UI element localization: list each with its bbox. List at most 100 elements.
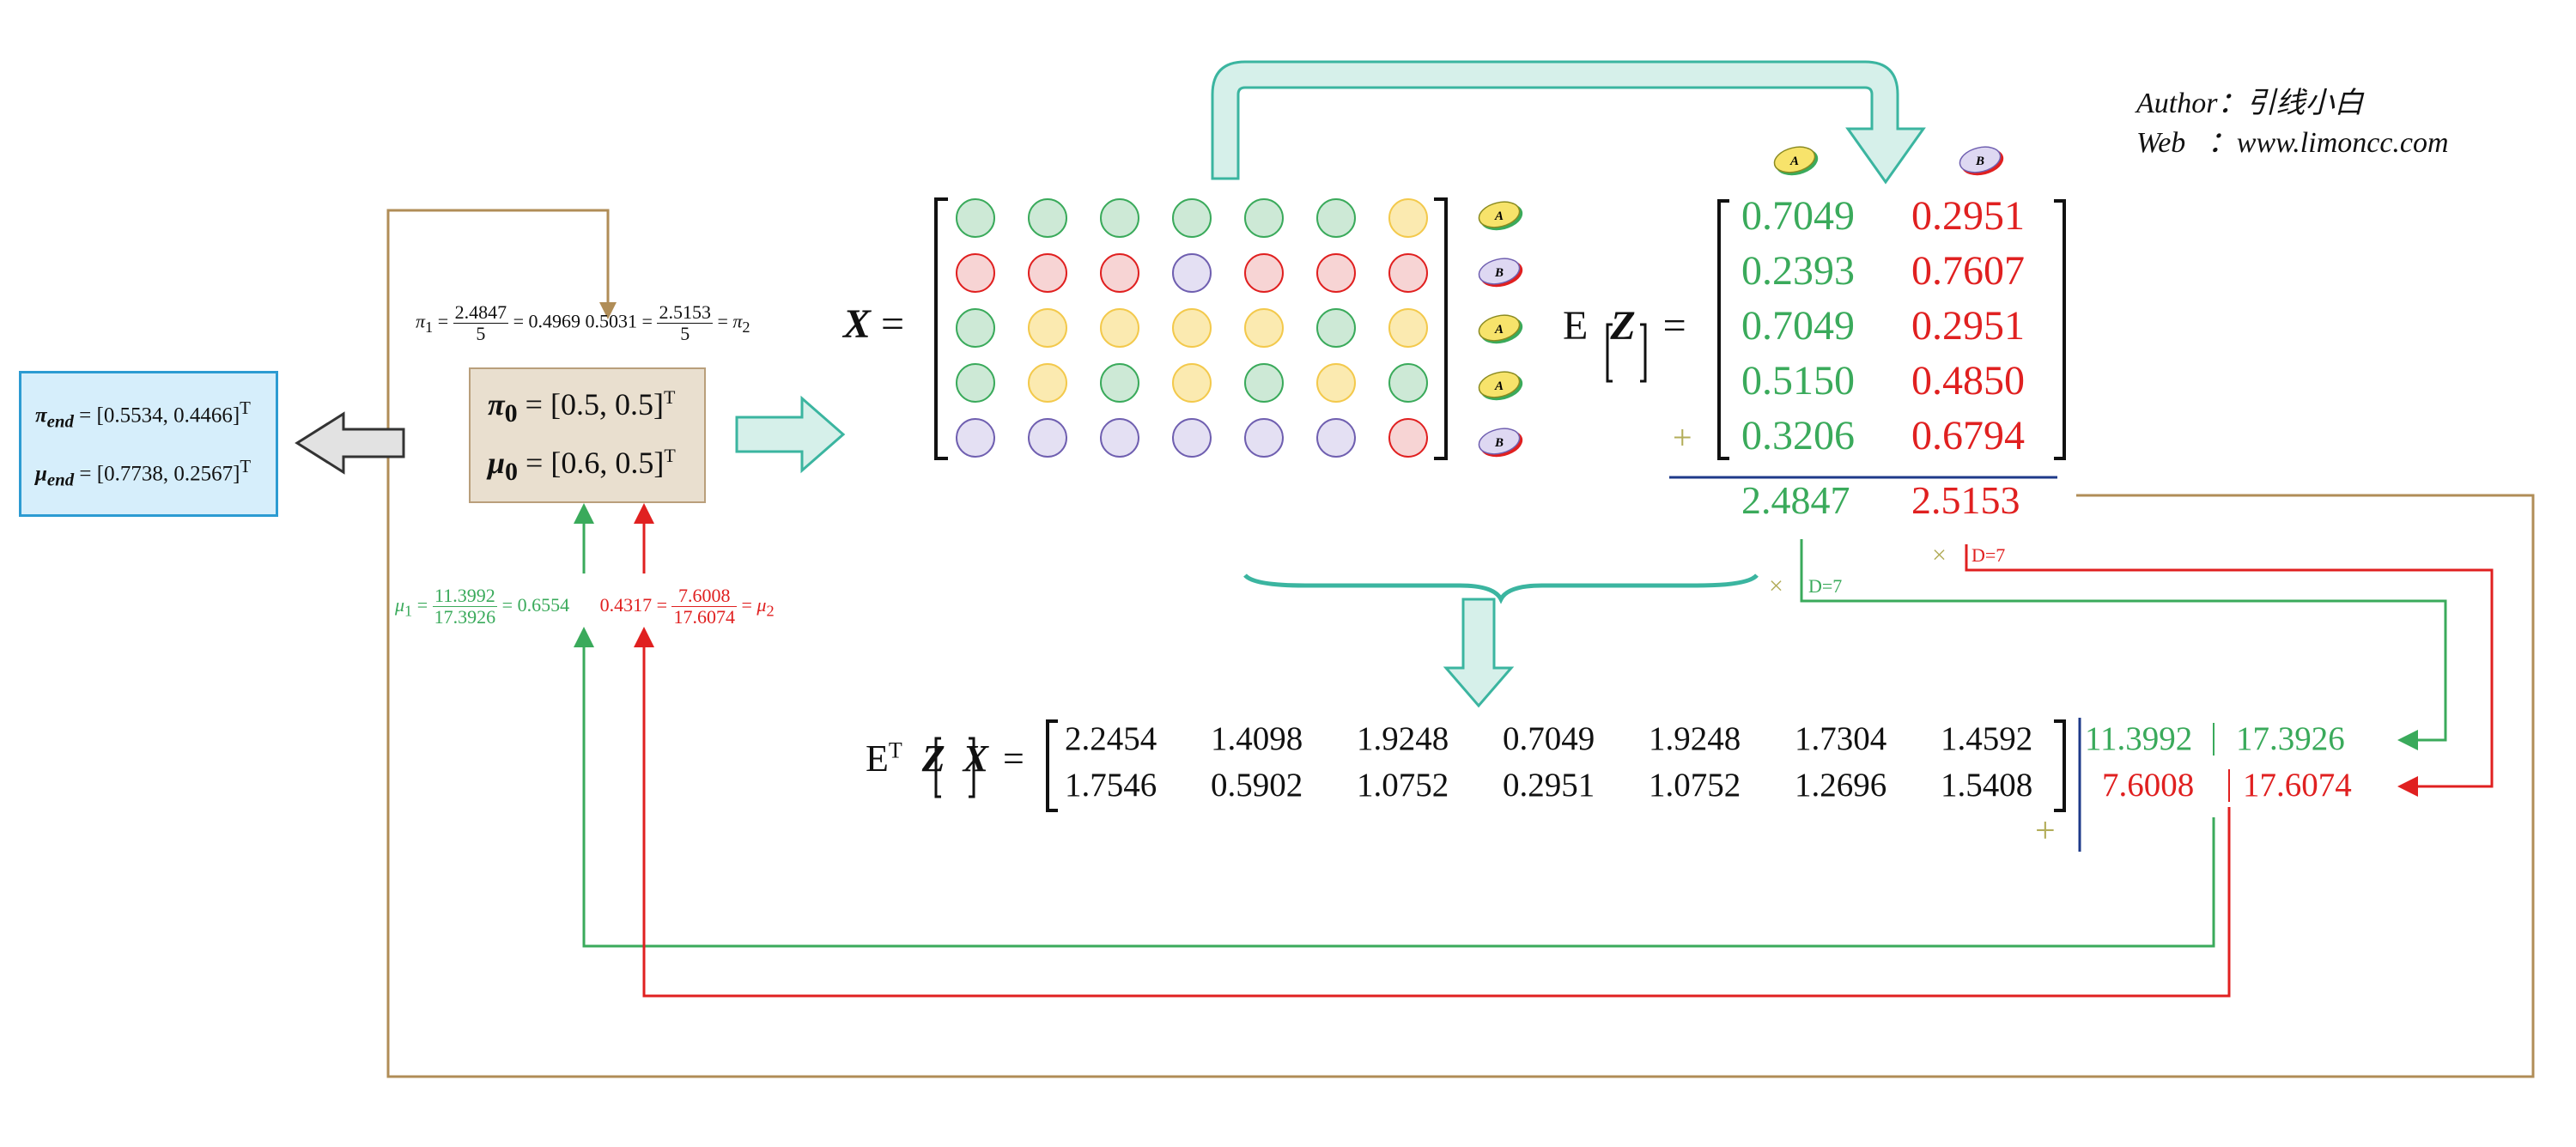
ez-b-value: 0.7607	[1911, 248, 2025, 294]
d-label-a: D=7	[1808, 575, 1843, 597]
x-ball-green	[1316, 198, 1356, 238]
x-ball-green	[1244, 363, 1284, 403]
author-line: Author：引线小白	[2136, 88, 2364, 119]
coin-letter: A	[1494, 379, 1504, 393]
x-ball-yellow	[1388, 308, 1428, 348]
coin-letter: A	[1494, 209, 1504, 223]
ez-matrix-right-bracket	[2054, 199, 2066, 460]
mu1-symbol: μ	[395, 593, 405, 616]
x-ball-green	[1388, 363, 1428, 403]
x-ball-yellow	[1100, 308, 1139, 348]
ez-label: E Z =	[1563, 302, 1686, 349]
d-label-b: D=7	[1971, 544, 2006, 566]
end-results-box: πend = [0.5534, 0.4466]T μend = [0.7738,…	[19, 371, 278, 517]
pi0-transpose: T	[663, 386, 676, 408]
coin-header-b-icon: B	[1959, 146, 2004, 176]
times-mark-a: ×	[1769, 572, 1783, 600]
mu2-sub: 2	[766, 602, 775, 620]
pi-end-symbol: π	[35, 404, 47, 428]
x-ball-purple	[1100, 418, 1139, 458]
ez-b-value: 0.6794	[1911, 413, 2025, 458]
x-ball-purple	[1172, 418, 1212, 458]
pi-end-transpose: T	[240, 398, 251, 418]
etzx-right-bracket	[2054, 719, 2066, 812]
etzx-row2-cell: 1.7546	[1065, 767, 1157, 804]
etzx-transpose: T	[888, 737, 902, 763]
x-ball-yellow	[1172, 363, 1212, 403]
x-matrix-brace	[1243, 574, 1759, 604]
etzx-row2-cell: 0.2951	[1503, 767, 1595, 804]
x-left-bracket	[934, 197, 948, 460]
etzx-row1-cell: 1.4098	[1211, 720, 1303, 757]
x-ball-green	[1316, 308, 1356, 348]
x-equals: =	[881, 301, 905, 347]
mu0-value: [0.6, 0.5]	[550, 446, 665, 480]
x-ball-red	[1388, 418, 1428, 458]
etzx-row1-cell: 2.2454	[1065, 720, 1157, 757]
x-ball-red	[1028, 253, 1067, 293]
ez-b-value: 0.2951	[1911, 303, 2025, 349]
brace-down-arrow	[1443, 598, 1515, 708]
green-to-init-head	[574, 503, 594, 524]
etzx-row1-cell: 1.9248	[1649, 720, 1741, 757]
x-ball-red	[1244, 253, 1284, 293]
ez-equals: =	[1662, 303, 1686, 349]
x-ball-purple	[1244, 418, 1284, 458]
mu0-symbol: μ	[488, 446, 506, 480]
mu-end-transpose: T	[240, 456, 252, 476]
mu0-sub: 0	[505, 458, 519, 487]
etzx-row1-cell: 1.7304	[1795, 720, 1887, 757]
x-ball-purple	[956, 418, 995, 458]
x-matrix-label: X =	[843, 300, 904, 348]
mu2-symbol: μ	[756, 593, 767, 616]
x-ball-red	[956, 253, 995, 293]
mu1-denominator: 17.3926	[434, 606, 496, 628]
ez-matrix-left-bracket	[1717, 199, 1729, 460]
x-ball-green	[1028, 198, 1067, 238]
etzx-row2-cell: 0.5902	[1211, 767, 1303, 804]
etzx-rowsum-2: 7.6008	[2102, 767, 2195, 804]
etzx-x: X	[963, 737, 989, 780]
red-d-connector	[1965, 544, 2494, 788]
mu-end-row: μend = [0.7738, 0.2567]T	[35, 456, 252, 490]
x-ball-green	[956, 363, 995, 403]
mu2-denominator: 17.6074	[673, 606, 735, 628]
etz-inner-left-bracket	[934, 737, 941, 798]
ez-inner-right-bracket	[1640, 323, 1647, 383]
coin-letter: B	[1975, 155, 1984, 168]
etzx-row2-cell: 1.2696	[1795, 767, 1887, 804]
ez-a-value: 0.3206	[1741, 413, 1855, 458]
etzx-row2-cell: 1.5408	[1941, 767, 2033, 804]
brown-arrow-head	[599, 302, 617, 319]
ez-a-value: 0.7049	[1741, 303, 1855, 349]
etz-inner-right-bracket	[969, 737, 975, 798]
x-ball-green	[956, 308, 995, 348]
author-block: Author：引线小白 Web ：www.limoncc.com	[2136, 84, 2449, 163]
pi0-sub: 0	[504, 399, 518, 428]
pi-end-row: πend = [0.5534, 0.4466]T	[35, 398, 251, 432]
ez-b-value: 0.2951	[1911, 193, 2025, 239]
coin-letter: B	[1494, 436, 1504, 450]
red-mu-loop	[642, 642, 2231, 998]
pi1-numerator: 2.4847	[453, 301, 509, 325]
mu1-numerator: 11.3992	[432, 585, 498, 608]
etzx-row1-cell: 1.4592	[1941, 720, 2033, 757]
end-results-arrow	[295, 411, 405, 475]
x-ball-red	[1100, 253, 1139, 293]
etzx-row2-cell: 1.0752	[1357, 767, 1449, 804]
x-ball-yellow	[1316, 363, 1356, 403]
pi0-row: π0 = [0.5, 0.5]T	[488, 386, 676, 428]
pi1-sub: 1	[425, 319, 434, 337]
green-d-arrow-head	[2397, 730, 2418, 750]
etzx-left-bracket	[1046, 719, 1058, 812]
x-ball-yellow	[1244, 308, 1284, 348]
pi0-symbol: π	[488, 387, 505, 422]
